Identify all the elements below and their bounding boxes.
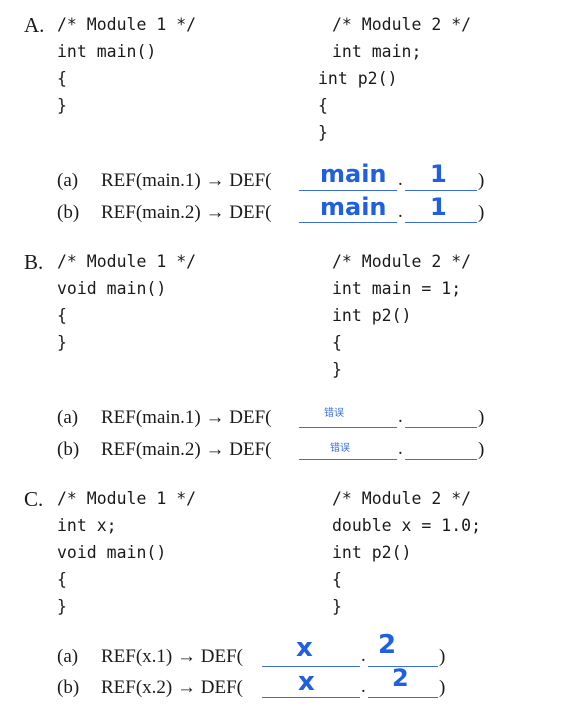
ref-item-label: (a) bbox=[57, 170, 79, 191]
code-line: } bbox=[57, 597, 67, 616]
ref-item-label: (a) bbox=[57, 407, 79, 428]
code-line: /* Module 1 */ bbox=[57, 489, 197, 508]
handwritten-answer: 1 bbox=[430, 160, 447, 188]
handwritten-answer: 错误 bbox=[330, 443, 350, 454]
separator-dot: . bbox=[361, 645, 366, 666]
answer-blank-symbol[interactable] bbox=[262, 666, 360, 667]
closing-paren: ) bbox=[478, 407, 485, 428]
closing-paren: ) bbox=[478, 170, 485, 191]
handwritten-answer: 2 bbox=[378, 630, 397, 660]
answer-blank-symbol[interactable] bbox=[299, 222, 397, 223]
handwritten-answer: 1 bbox=[430, 193, 447, 221]
code-line: { bbox=[318, 96, 328, 115]
code-line: void main() bbox=[57, 543, 167, 562]
code-line: int main() bbox=[57, 42, 157, 61]
code-line: /* Module 2 */ bbox=[332, 15, 472, 34]
problem-label: A. bbox=[24, 13, 45, 37]
separator-dot: . bbox=[398, 169, 403, 190]
ref-expression: REF(main.1) → DEF( bbox=[101, 170, 272, 191]
handwritten-answer: x bbox=[298, 667, 315, 697]
closing-paren: ) bbox=[439, 677, 446, 698]
answer-blank-symbol[interactable] bbox=[299, 427, 397, 428]
problem-label: C. bbox=[24, 487, 44, 511]
code-line: { bbox=[57, 306, 67, 325]
closing-paren: ) bbox=[439, 646, 446, 667]
code-line: } bbox=[318, 123, 328, 142]
code-line: /* Module 1 */ bbox=[57, 15, 197, 34]
answer-blank-module[interactable] bbox=[405, 459, 477, 460]
ref-item-label: (b) bbox=[57, 202, 80, 223]
answer-blank-module[interactable] bbox=[368, 666, 438, 667]
handwritten-answer: 2 bbox=[392, 664, 409, 692]
code-line: { bbox=[57, 570, 67, 589]
separator-dot: . bbox=[398, 438, 403, 459]
code-line: /* Module 1 */ bbox=[57, 252, 197, 271]
code-line: int x; bbox=[57, 516, 117, 535]
ref-item-label: (b) bbox=[57, 439, 80, 460]
code-line: double x = 1.0; bbox=[332, 516, 482, 535]
ref-expression: REF(x.1) → DEF( bbox=[101, 646, 243, 667]
code-line: } bbox=[57, 333, 67, 352]
handwritten-answer: 错误 bbox=[324, 408, 344, 419]
code-line: /* Module 2 */ bbox=[332, 252, 472, 271]
answer-blank-symbol[interactable] bbox=[299, 190, 397, 191]
code-line: { bbox=[57, 69, 67, 88]
code-line: int p2() bbox=[332, 543, 412, 562]
answer-blank-symbol[interactable] bbox=[299, 459, 397, 460]
handwritten-answer: main bbox=[320, 193, 387, 221]
code-line: int main; bbox=[332, 42, 422, 61]
code-line: } bbox=[332, 360, 342, 379]
code-line: int p2() bbox=[332, 306, 412, 325]
code-line: } bbox=[57, 96, 67, 115]
handwritten-answer: main bbox=[320, 160, 387, 188]
ref-item-label: (a) bbox=[57, 646, 79, 667]
answer-blank-module[interactable] bbox=[368, 697, 438, 698]
code-line: int p2() bbox=[318, 69, 398, 88]
answer-blank-symbol[interactable] bbox=[262, 697, 360, 698]
ref-item-label: (b) bbox=[57, 677, 80, 698]
ref-expression: REF(main.2) → DEF( bbox=[101, 202, 272, 223]
code-line: /* Module 2 */ bbox=[332, 489, 472, 508]
separator-dot: . bbox=[398, 201, 403, 222]
code-line: { bbox=[332, 333, 342, 352]
answer-blank-module[interactable] bbox=[405, 222, 477, 223]
separator-dot: . bbox=[361, 676, 366, 697]
handwritten-answer: x bbox=[296, 633, 313, 663]
code-line: } bbox=[332, 597, 342, 616]
answer-blank-module[interactable] bbox=[405, 190, 477, 191]
problem-label: B. bbox=[24, 250, 44, 274]
code-line: { bbox=[332, 570, 342, 589]
ref-expression: REF(main.1) → DEF( bbox=[101, 407, 272, 428]
closing-paren: ) bbox=[478, 439, 485, 460]
answer-blank-module[interactable] bbox=[405, 427, 477, 428]
ref-expression: REF(main.2) → DEF( bbox=[101, 439, 272, 460]
ref-expression: REF(x.2) → DEF( bbox=[101, 677, 243, 698]
closing-paren: ) bbox=[478, 202, 485, 223]
separator-dot: . bbox=[398, 406, 403, 427]
code-line: int main = 1; bbox=[332, 279, 462, 298]
code-line: void main() bbox=[57, 279, 167, 298]
